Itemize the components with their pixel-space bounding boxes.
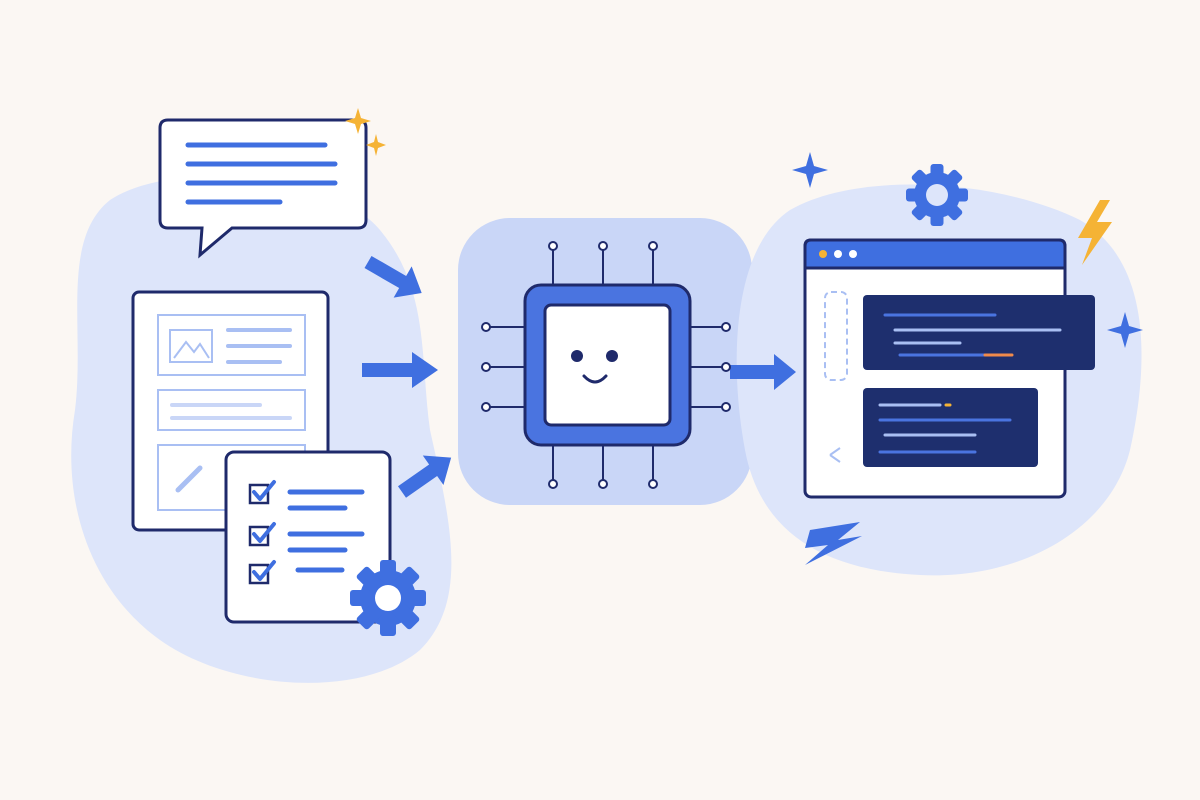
image-icon	[169, 329, 213, 363]
arrow-right-icon	[364, 255, 422, 298]
sparkle-icon	[1107, 312, 1143, 348]
sparkle-icon	[792, 152, 828, 188]
lightning-icon	[805, 522, 862, 565]
ai-chip-icon	[481, 241, 731, 489]
checklist-icon	[224, 450, 392, 624]
code-panel-icon	[863, 295, 1095, 370]
arrow-right-icon	[730, 354, 796, 390]
speech-bubble-icon	[158, 118, 368, 259]
sparkle-icon	[366, 134, 386, 156]
lightning-icon	[1078, 200, 1112, 265]
arrow-right-icon	[362, 352, 438, 388]
code-panel-icon	[863, 388, 1038, 467]
gear-icon	[906, 164, 968, 226]
arrow-right-icon	[397, 455, 452, 498]
gear-icon	[350, 560, 426, 636]
smiley-face-icon	[571, 350, 618, 384]
sparkle-icon	[345, 108, 371, 134]
